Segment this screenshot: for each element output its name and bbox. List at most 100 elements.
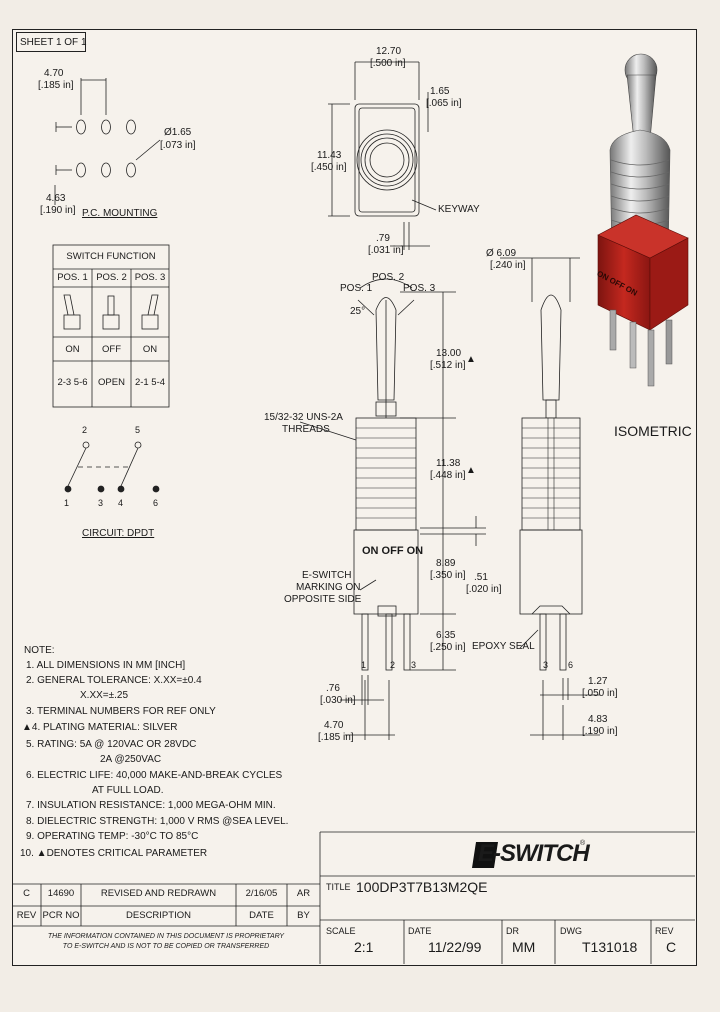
bushing-length-in: [.448 in] [430, 470, 466, 481]
pos1-label: POS. 1 [340, 283, 373, 294]
title-block-lines [12, 831, 695, 964]
keyway-width: 1.65 [430, 86, 450, 97]
switch-function-table [52, 244, 170, 408]
threads-label: THREADS [282, 424, 330, 435]
dwg-value: T131018 [582, 939, 638, 955]
front-view [299, 278, 486, 740]
side-pin-6: 6 [568, 660, 574, 670]
pc-hole-dia-in: [.073 in] [160, 140, 196, 151]
note-4: ▲4. PLATING MATERIAL: SILVER [22, 722, 178, 733]
front-pin-3: 3 [411, 660, 417, 670]
notes-heading: NOTE: [24, 645, 55, 656]
rev-value-title: C [666, 939, 677, 955]
isometric-render [597, 53, 689, 387]
side-pin-gap-in: [.050 in] [582, 688, 618, 699]
part-number-title: 100DP3T7B13M2QE [356, 879, 488, 895]
body-length-in: [.350 in] [430, 570, 466, 581]
rev-label: REV [655, 926, 674, 936]
side-pin-pitch-in: [.190 in] [582, 726, 618, 737]
note-7: 7. INSULATION RESISTANCE: 1,000 MEGA-OHM… [26, 800, 276, 811]
side-pin-3: 3 [543, 660, 549, 670]
by-header: BY [297, 910, 310, 921]
pos3-connection: 2-1 5-4 [134, 377, 166, 388]
circuit-terminal-5: 5 [135, 425, 141, 435]
front-pin-2: 2 [390, 660, 396, 670]
pos2-header: POS. 2 [96, 272, 127, 283]
scale-label: SCALE [326, 926, 356, 936]
marking-line1: E-SWITCH [302, 570, 352, 581]
note-5-cont: 2A @250VAC [100, 754, 162, 765]
date-value-title: 11/22/99 [428, 939, 482, 955]
pc-dim-bottom: 4.63 [46, 193, 66, 204]
keyway-label: KEYWAY [438, 204, 480, 215]
pos1-connection: 2-3 5-6 [57, 377, 88, 388]
date-header: DATE [249, 910, 274, 921]
pcr-value: 14690 [47, 888, 75, 899]
description-header: DESCRIPTION [126, 910, 191, 921]
top-width: 12.70 [376, 46, 402, 57]
keyway-depth-in: [.031 in] [368, 245, 404, 256]
dwg-label: DWG [560, 926, 582, 936]
circuit-terminal-1: 1 [64, 498, 70, 508]
rev-header: REV [16, 910, 37, 921]
sheet-label-box [16, 32, 86, 52]
epoxy-label: EPOXY SEAL [472, 641, 535, 652]
date-value: 2/16/05 [245, 888, 278, 899]
top-height: 11.43 [317, 150, 342, 161]
rev-value: C [23, 888, 30, 899]
pos3-label: POS. 3 [403, 283, 436, 294]
marking-line2: MARKING ON [296, 582, 361, 593]
pos2-label: POS. 2 [372, 272, 405, 283]
side-pin-pitch: 4.83 [588, 714, 608, 725]
bushing-length: 11.38 [436, 458, 461, 469]
note-5: 5. RATING: 5A @ 120VAC OR 28VDC [26, 739, 197, 750]
note-1: 1. ALL DIMENSIONS IN MM [INCH] [26, 660, 186, 671]
drawing-sheet [12, 29, 697, 966]
confidential-line2: TO E-SWITCH AND IS NOT TO BE COPIED OR T… [62, 943, 270, 950]
note-3: 3. TERMINAL NUMBERS FOR REF ONLY [26, 706, 216, 717]
front-pin-1: 1 [361, 660, 367, 670]
note-6-cont: AT FULL LOAD. [92, 785, 164, 796]
pc-hole-dia: Ø1.65 [164, 127, 192, 138]
description-value: REVISED AND REDRAWN [100, 888, 217, 899]
company-logo: E-SWITCH [478, 840, 590, 867]
pin-pitch: 4.70 [324, 720, 344, 731]
circuit-diagram [64, 441, 160, 493]
pin-length: 6.35 [436, 630, 456, 641]
pin-width-in: [.030 in] [320, 695, 356, 706]
pc-dim-top: 4.70 [44, 68, 64, 79]
drawn-by-value: MM [512, 939, 536, 955]
lever-dia: Ø 6.09 [486, 248, 517, 259]
side-pin-gap: 1.27 [588, 676, 608, 687]
pos2-connection: OPEN [98, 377, 125, 388]
pin-width: .76 [326, 683, 340, 694]
circuit-terminal-4: 4 [118, 498, 124, 508]
pc-dim-top-in: [.185 in] [38, 80, 74, 91]
by-value: AR [296, 888, 311, 899]
isometric-label: ISOMETRIC [614, 423, 692, 439]
note-8: 8. DIELECTRIC STRENGTH: 1,000 V RMS @SEA… [26, 816, 289, 827]
pos1-state: ON [65, 344, 80, 355]
top-width-in: [.500 in] [370, 58, 406, 69]
logo-registered: ® [580, 840, 586, 847]
sheet-label: SHEET 1 OF 1 [20, 37, 87, 48]
side-view [500, 257, 600, 740]
keyway-width-in: [.065 in] [426, 98, 462, 109]
circuit-terminal-3: 3 [98, 498, 104, 508]
critical-mark-bushing: ▲ [466, 465, 476, 476]
note-2-cont: X.XX=±.25 [80, 690, 129, 701]
e-switch-logo [472, 842, 498, 868]
gap-dim-in: [.020 in] [466, 584, 502, 595]
top-view [328, 61, 437, 250]
pc-dim-bottom-in: [.190 in] [40, 205, 76, 216]
body-length: 8.89 [436, 558, 456, 569]
note-2: 2. GENERAL TOLERANCE: X.XX=±0.4 [26, 675, 202, 686]
pos3-state: ON [142, 344, 158, 355]
keyway-depth: .79 [376, 233, 390, 244]
pos1-header: POS. 1 [57, 272, 88, 283]
drawn-by-label: DR [506, 926, 519, 936]
date-label: DATE [408, 926, 432, 936]
lever-dia-in: [.240 in] [490, 260, 526, 271]
note-6: 6. ELECTRIC LIFE: 40,000 MAKE-AND-BREAK … [26, 770, 283, 781]
